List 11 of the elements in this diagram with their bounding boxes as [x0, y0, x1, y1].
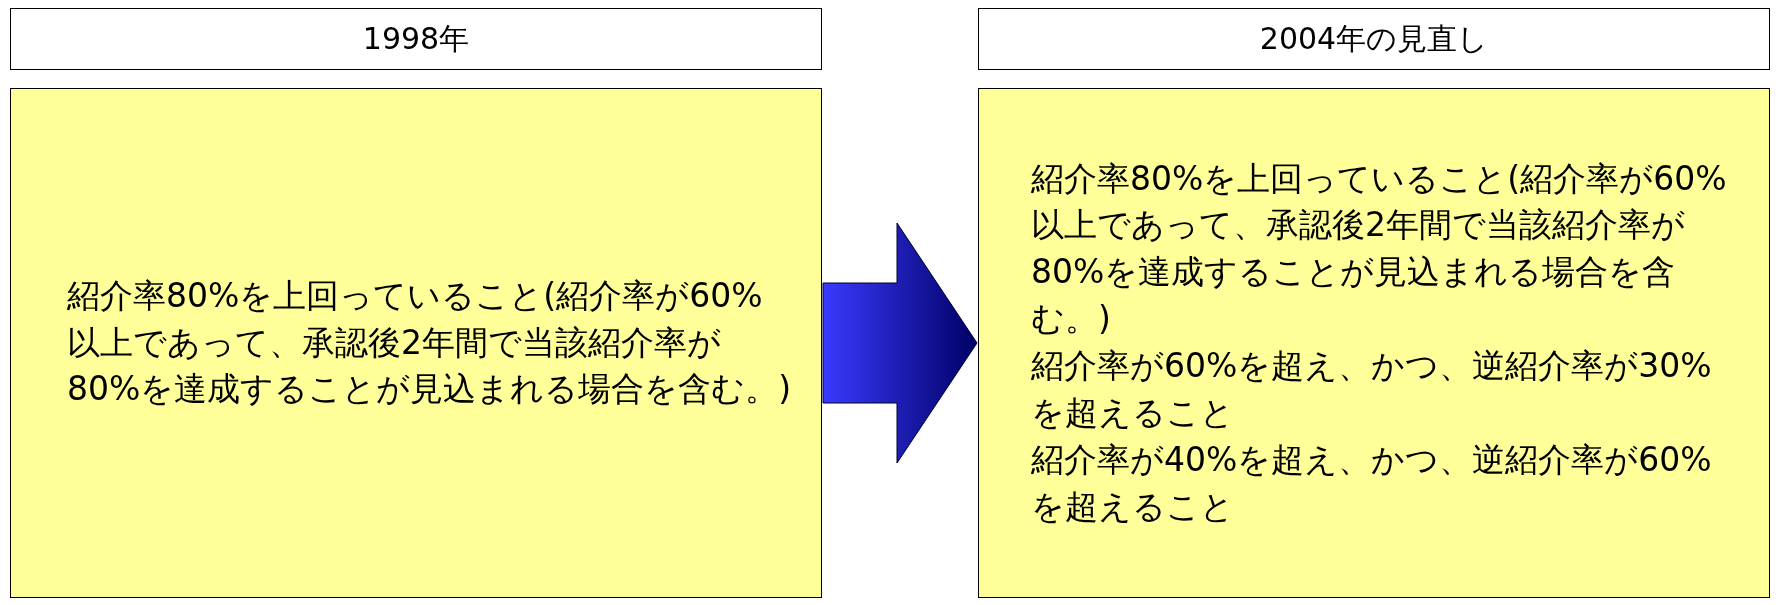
- block-arrow: [822, 222, 978, 464]
- criteria-text: 紹介率が40%を超え、かつ、逆紹介率が60%を超えること: [1031, 438, 1713, 528]
- header-text: 1998年: [362, 19, 470, 58]
- year-header: [10, 8, 822, 70]
- criteria-text: 紹介率80%を上回っていること(紹介率が60%以上であって、承認後2年間で当該紹介率が80%を達成することが見込まれる場合を含む。): [1031, 157, 1728, 341]
- criteria-panel: [978, 88, 1770, 598]
- header-text: 2004年の見直し: [1259, 19, 1489, 58]
- criteria-text: 紹介率80%を上回っていること(紹介率が60%以上であって、承認後2年間で当該紹介率が80%を達成することが見込まれる場合を含む。): [67, 274, 793, 411]
- criteria-text: 紹介率が60%を超え、かつ、逆紹介率が30%を超えること: [1031, 345, 1713, 434]
- year-header: [978, 8, 1770, 70]
- criteria-panel: [10, 88, 822, 598]
